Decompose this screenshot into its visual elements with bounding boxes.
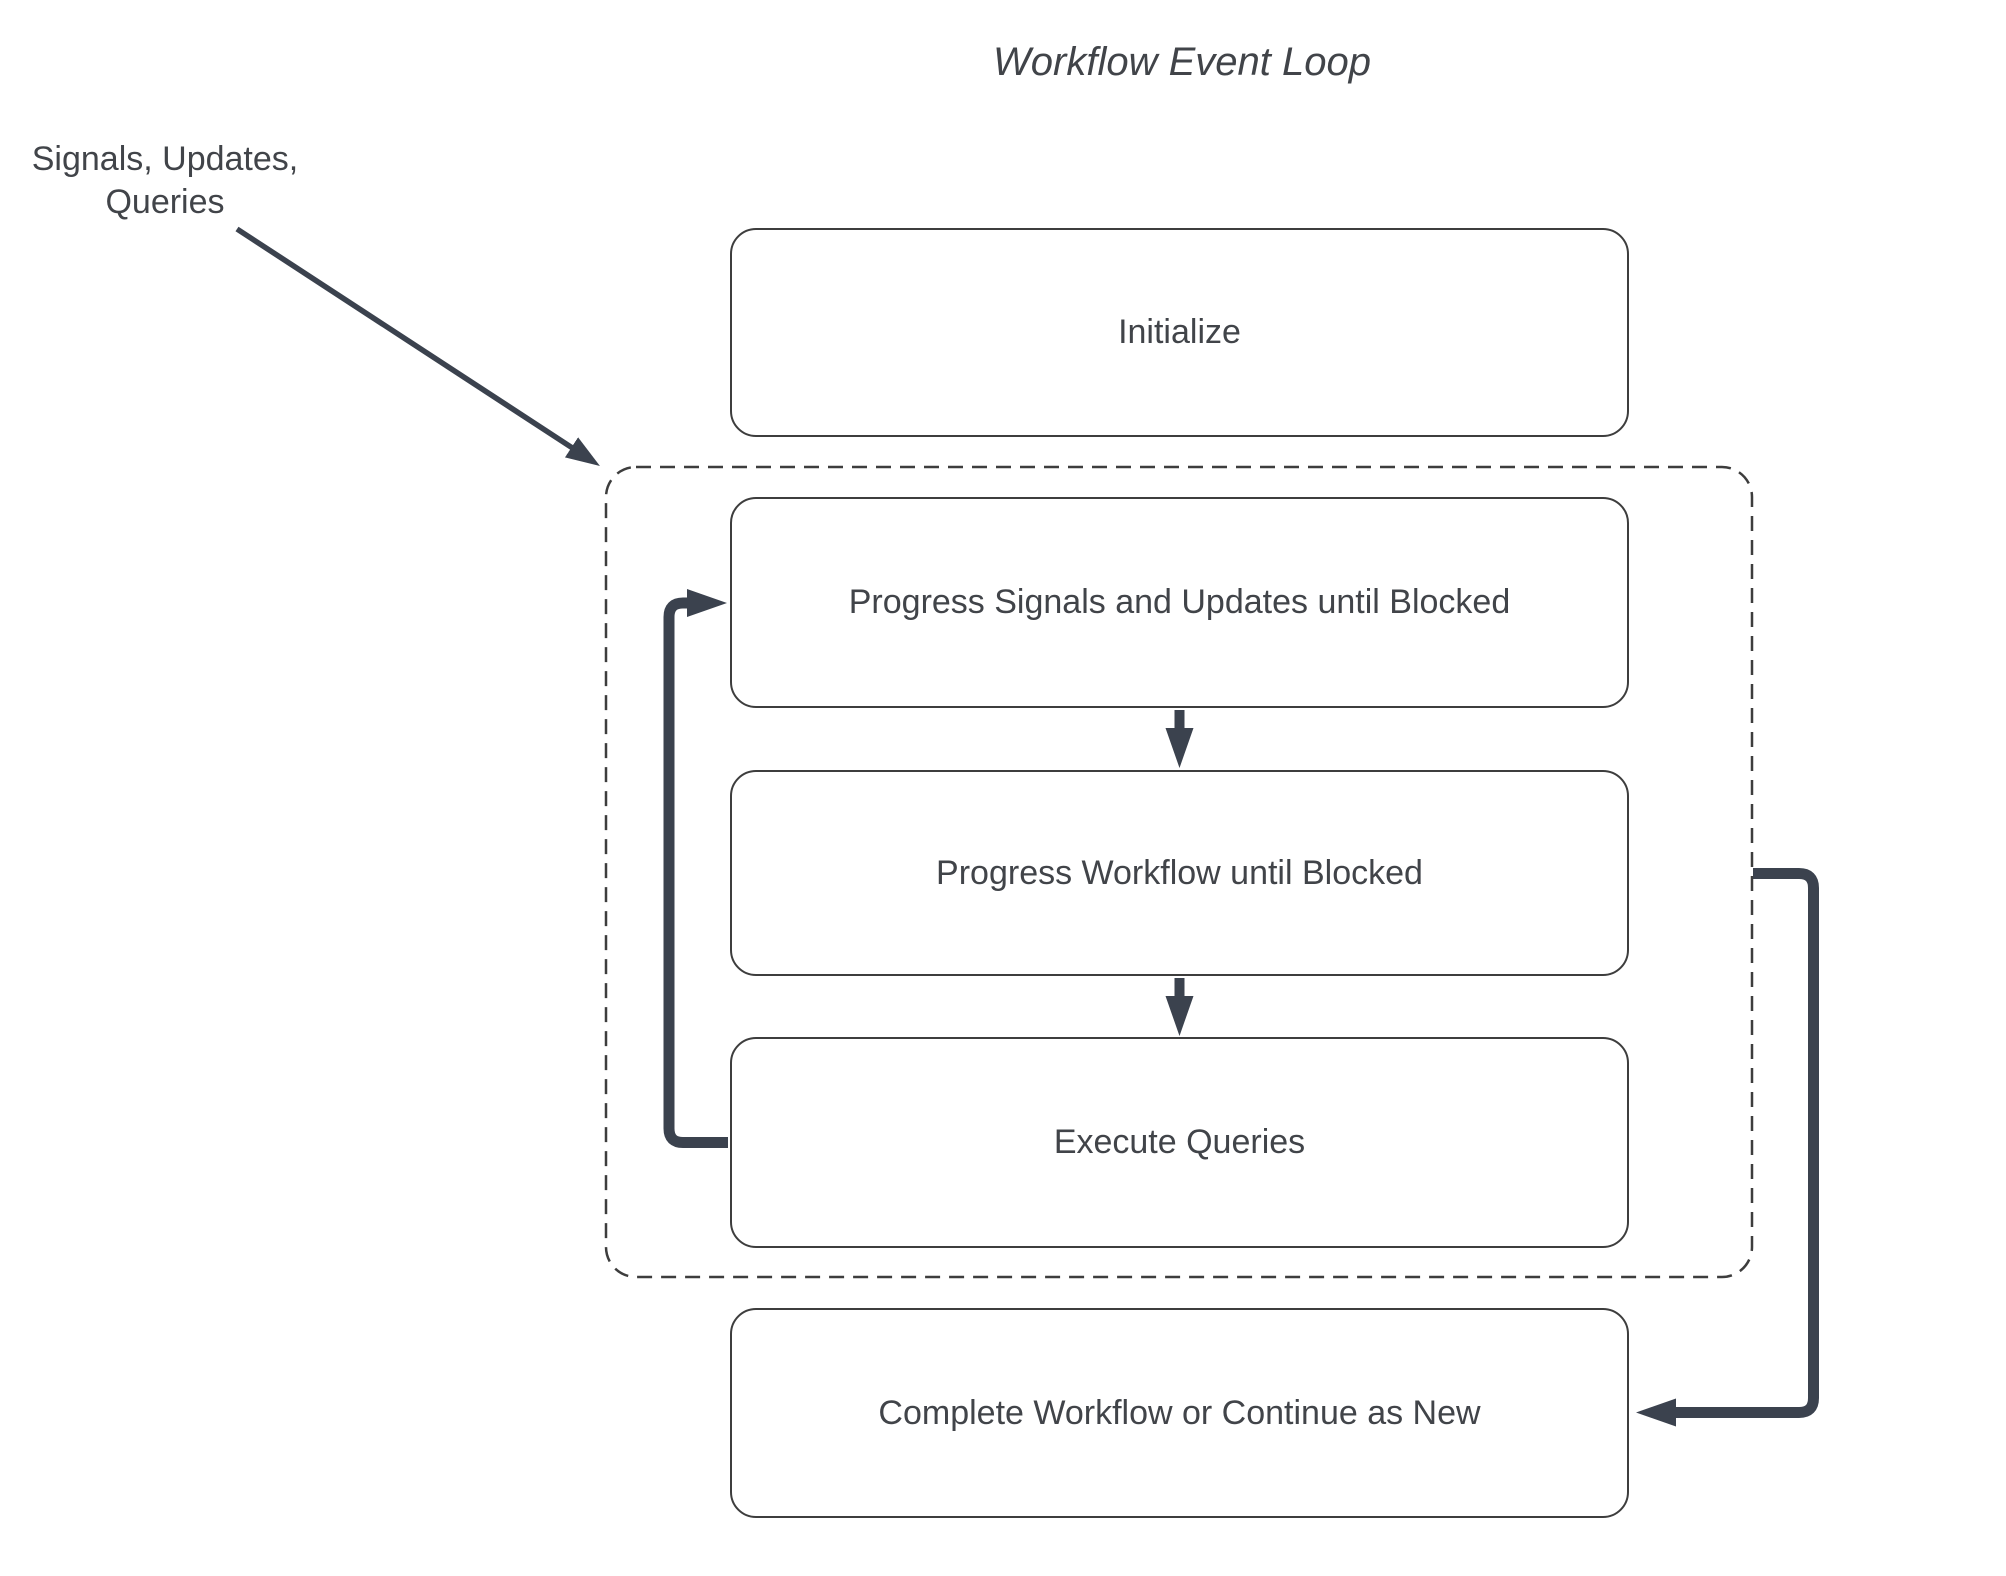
arrow-signals-to-event-loop (235, 226, 600, 466)
arrow-execute-queries-loop-to-progress-signals (663, 589, 728, 1148)
annotation-line-1: Signals, Updates, (31, 140, 299, 178)
node-complete-label: Complete Workflow or Continue as New (878, 1393, 1481, 1432)
annotation-line-2: Queries (105, 183, 225, 221)
node-complete-workflow-or-continue-as-new: Complete Workflow or Continue as New (730, 1308, 1629, 1518)
annotation-signals-updates-queries: Signals, Updates, Queries (20, 138, 310, 224)
node-progress-workflow: Progress Workflow until Blocked (730, 770, 1629, 976)
node-initialize: Initialize (730, 228, 1629, 437)
node-execute-queries-label: Execute Queries (1053, 1123, 1306, 1161)
arrow-event-loop-to-complete-workflow (1636, 868, 1819, 1427)
node-progress-signals-and-updates: Progress Signals and Updates until Block… (730, 497, 1629, 708)
node-progress-signals-label: Progress Signals and Updates until Block… (848, 583, 1511, 621)
node-execute-queries: Execute Queries (730, 1037, 1629, 1248)
diagram-title: Workflow Event Loop (993, 40, 1371, 84)
node-initialize-label: Initialize (1118, 313, 1241, 351)
node-progress-workflow-label: Progress Workflow until Blocked (936, 853, 1423, 892)
